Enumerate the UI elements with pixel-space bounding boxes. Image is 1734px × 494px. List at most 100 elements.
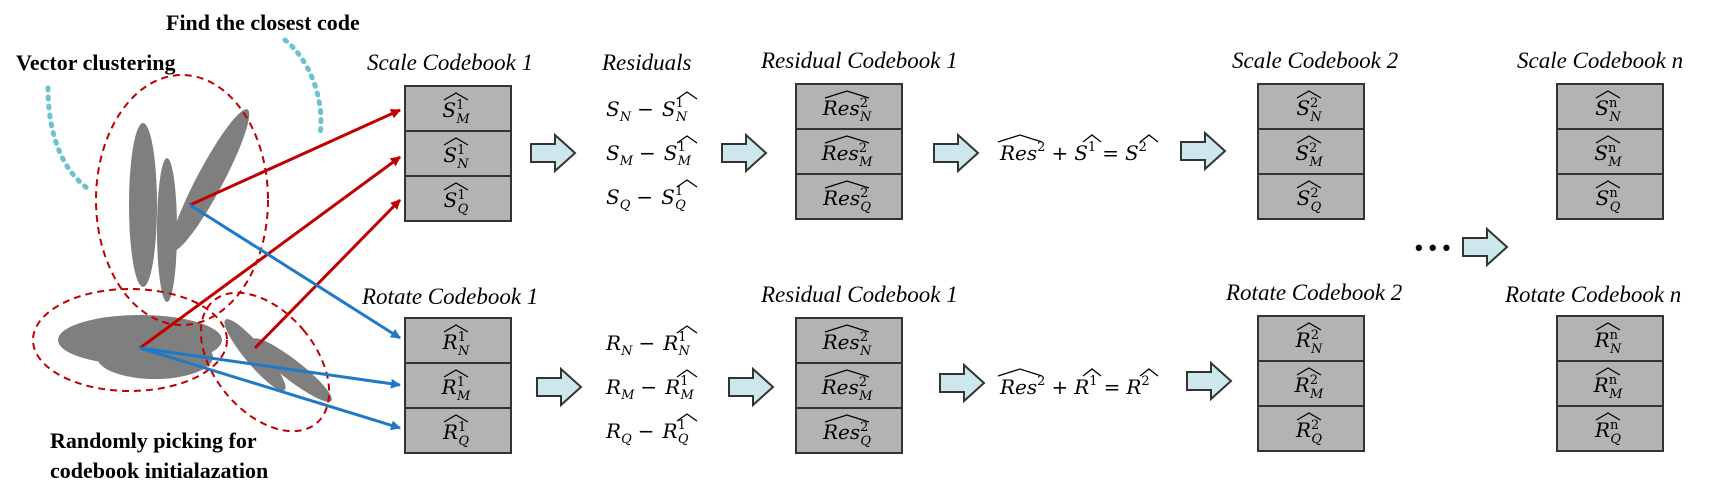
blue-arrow bbox=[139, 346, 401, 431]
hat-accent bbox=[824, 180, 870, 189]
blue-arrow bbox=[189, 203, 401, 340]
cluster-blob bbox=[129, 123, 157, 287]
hat-accent bbox=[824, 90, 870, 99]
cluster-outline bbox=[32, 288, 228, 392]
hat-accent bbox=[997, 368, 1043, 377]
hat-accent bbox=[824, 414, 870, 423]
red-arrow bbox=[253, 198, 402, 350]
title-residual-codebook-1-bottom: Residual Codebook 1 bbox=[760, 282, 958, 307]
hat-accent bbox=[1139, 134, 1159, 143]
title-rotate-codebook-2: Rotate Codebook 2 bbox=[1225, 280, 1402, 305]
block-arrow-icon bbox=[939, 362, 986, 404]
cluster-illustration bbox=[32, 37, 332, 433]
label-randomly-picking-2: codebook initialazation bbox=[50, 458, 268, 483]
title-rotate-codebook-n: Rotate Codebook n bbox=[1504, 282, 1681, 307]
cluster-blob bbox=[97, 335, 213, 379]
hat-accent bbox=[1595, 412, 1621, 421]
hat-accent bbox=[1296, 90, 1322, 99]
block-arrow-icon bbox=[728, 366, 775, 408]
hat-accent bbox=[1296, 412, 1322, 421]
red-arrow bbox=[189, 108, 401, 207]
block-arrow-icon bbox=[1186, 360, 1233, 402]
red-arrow bbox=[139, 155, 401, 350]
title-scale-codebook-n: Scale Codebook n bbox=[1517, 48, 1683, 73]
hat-accent bbox=[1595, 322, 1621, 331]
update-equation-rotate: Res2+R1=R2 bbox=[997, 368, 1159, 399]
hat-accent bbox=[1296, 322, 1322, 331]
dotted-pointer-right bbox=[282, 37, 324, 138]
cluster-outline bbox=[95, 74, 269, 326]
label-find-closest: Find the closest code bbox=[166, 10, 360, 35]
hat-accent bbox=[676, 413, 698, 422]
title-rotate-codebook-1: Rotate Codebook 1 bbox=[361, 284, 538, 309]
hat-accent bbox=[1595, 90, 1621, 99]
cluster-outline bbox=[199, 291, 331, 433]
hat-accent bbox=[676, 179, 698, 188]
title-scale-codebook-1: Scale Codebook 1 bbox=[367, 50, 533, 75]
update-equation-scale: Res2+S1=S2 bbox=[997, 134, 1159, 165]
label-randomly-picking-1: Randomly picking for bbox=[50, 428, 257, 453]
hat-accent bbox=[1082, 134, 1102, 143]
dotted-pointer-left bbox=[45, 85, 93, 193]
block-arrow-icon bbox=[530, 132, 577, 174]
hat-accent bbox=[1595, 180, 1621, 189]
hat-accent bbox=[676, 325, 698, 334]
hat-accent bbox=[676, 369, 698, 378]
cluster-blob bbox=[157, 158, 177, 302]
codebook-cell bbox=[795, 362, 903, 409]
hat-accent bbox=[443, 324, 469, 333]
flow-arrows bbox=[530, 130, 1509, 408]
blue-arrow bbox=[139, 346, 401, 389]
title-residuals: Residuals bbox=[601, 50, 691, 75]
block-arrow-icon bbox=[1462, 226, 1509, 268]
hat-accent bbox=[676, 91, 698, 100]
hat-accent bbox=[1595, 367, 1621, 376]
hat-accent bbox=[1296, 180, 1322, 189]
update-equation: Res2+R1=R2 bbox=[999, 374, 1150, 399]
title-scale-codebook-2: Scale Codebook 2 bbox=[1232, 48, 1398, 73]
hat-accent bbox=[1296, 135, 1322, 144]
hat-accent bbox=[443, 414, 469, 423]
title-residual-codebook-1-top: Residual Codebook 1 bbox=[760, 48, 958, 73]
ellipsis: • • • bbox=[1415, 235, 1450, 260]
hat-accent bbox=[443, 369, 469, 378]
hat-accent bbox=[1082, 368, 1102, 377]
hat-accent bbox=[443, 182, 469, 191]
